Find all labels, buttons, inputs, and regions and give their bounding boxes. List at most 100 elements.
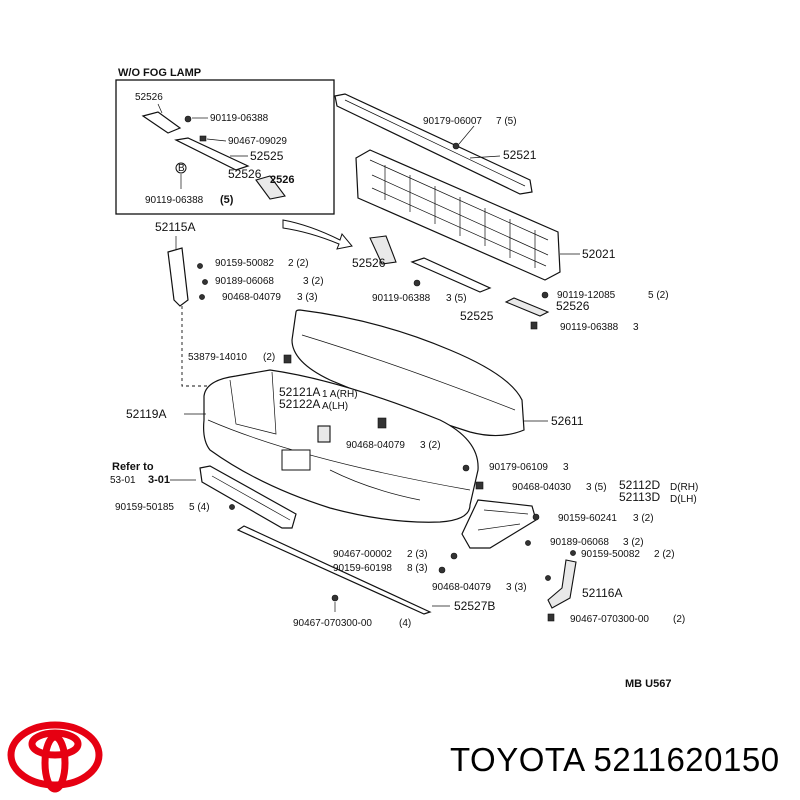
bolt-90179b-icon [462, 464, 470, 472]
inset-bolt-icon [184, 115, 192, 123]
bracket-52526c [369, 235, 397, 265]
label-90119d: 90119-12085 [557, 290, 616, 301]
inset-label-90119b: 90119-06388 [145, 195, 204, 206]
label-53879: 53879-14010 [188, 352, 247, 363]
qty-90159d: 2 (2) [654, 549, 675, 560]
bolt-90467b-icon [450, 552, 458, 560]
arrow-icon [282, 219, 353, 250]
bumper-assembly: 52611 52119A 53879-14010 (2) 52121A 1 A(… [126, 309, 584, 523]
qty-90119e: 3 [633, 322, 639, 333]
bolt-90179a-icon [452, 142, 460, 150]
bolt-90467d-icon [547, 613, 555, 622]
label-90467b: 90467-00002 [333, 549, 392, 560]
label-90468a: 90468-04079 [222, 292, 281, 303]
qty-90468d: 3 (3) [506, 582, 527, 593]
inset-bracket-2526 [255, 175, 286, 200]
label-90468d: 90468-04079 [432, 582, 491, 593]
strip-52525b [410, 257, 492, 293]
bolt-90119d-icon [541, 291, 549, 299]
inset-label-52526b: 52526 [228, 167, 262, 181]
bolt-90468b-icon [377, 417, 387, 429]
bolt-90159b-icon [229, 504, 235, 510]
qty-90467b: 2 (3) [407, 549, 428, 560]
label-52527: 52527B [454, 599, 495, 613]
bolt-90468a-icon [199, 294, 205, 300]
qty-90159c: 3 (2) [633, 513, 654, 524]
label-52525b: 52525 [460, 309, 494, 323]
retainer-52121 [317, 425, 331, 443]
label-52021: 52021 [582, 247, 616, 261]
qty-90467d: (2) [673, 614, 685, 625]
label-52526c: 52526 [352, 256, 386, 270]
label-52521: 52521 [503, 148, 537, 162]
label-52119: 52119A [126, 407, 166, 421]
qty-52113: D(LH) [670, 494, 697, 505]
label-52121: 52121A [279, 385, 320, 399]
qty-90468c: 3 (5) [586, 482, 607, 493]
label-90468b: 90468-04079 [346, 440, 405, 451]
left-side-bracket: 52115A 90159-50082 2 (2) 90189-06068 3 (… [155, 220, 324, 387]
inset-strip-52525 [174, 137, 250, 171]
inset-label-52526: 52526 [135, 92, 163, 103]
bolt-90189b-icon [525, 540, 531, 546]
label-90119c: 90119-06388 [372, 293, 431, 304]
label-90159e: 90159-60198 [333, 563, 392, 574]
inset-bracket-52526 [141, 111, 182, 134]
refer-line2b: 3-01 [148, 474, 170, 486]
qty-52121: 1 A(RH) [322, 389, 358, 400]
inset-qty-5: (5) [220, 194, 234, 206]
refer-line2a: 53-01 [110, 475, 136, 486]
bolt-90189a-icon [202, 279, 208, 285]
label-52115: 52115A [155, 220, 195, 234]
bolt-90159d-icon [570, 550, 576, 556]
footer-code: MB U567 [625, 678, 671, 690]
absorber-52611 [291, 309, 525, 437]
qty-90189a: 3 (2) [303, 276, 324, 287]
bolt-90468c-icon [475, 481, 484, 490]
qty-90119d: 5 (2) [648, 290, 669, 301]
bolt-90467c-icon [331, 594, 339, 602]
label-52122: 52122A [279, 397, 320, 411]
label-90179b: 90179-06109 [489, 462, 548, 473]
bolt-90159e-icon [438, 566, 446, 574]
qty-53879: (2) [263, 352, 275, 363]
license-plate-area [281, 449, 311, 471]
qty-90159a: 2 (2) [288, 258, 309, 269]
bolt-90119c-icon [413, 279, 421, 287]
inset-clip-icon [199, 135, 207, 142]
label-90159d: 90159-50082 [581, 549, 640, 560]
qty-90119c: 3 (5) [446, 293, 467, 304]
qty-52112: D(RH) [670, 482, 698, 493]
label-52113: 52113D [619, 490, 660, 504]
bracket-52526d [504, 297, 550, 317]
qty-52122: A(LH) [322, 401, 348, 412]
label-90467c: 90467-070300-00 [293, 618, 372, 629]
bumper-cover-52119 [203, 369, 479, 523]
lower-strip-52527 [236, 525, 432, 615]
part-number: 5211620150 [593, 741, 780, 778]
clip-53879-icon [283, 354, 292, 364]
label-90189a: 90189-06068 [215, 276, 274, 287]
label-90119e: 90119-06388 [560, 322, 619, 333]
qty-90159e: 8 (3) [407, 563, 428, 574]
qty-90467c: (4) [399, 618, 411, 629]
qty-90159b: 5 (4) [189, 502, 210, 513]
refer-line1: Refer to [112, 461, 154, 473]
bolt-90468d-icon [545, 575, 551, 581]
bolt-90159c-icon [532, 513, 540, 521]
label-90159b: 90159-50185 [115, 502, 174, 513]
qty-90468b: 3 (2) [420, 440, 441, 451]
inset-title: W/O FOG LAMP [118, 67, 201, 79]
label-90189b: 90189-06068 [550, 537, 609, 548]
label-90159c: 90159-60241 [558, 513, 617, 524]
side-bracket-52116 [547, 559, 577, 609]
toyota-logo-icon [7, 721, 103, 793]
inset-label-52525: 52525 [250, 149, 284, 163]
brand-caption: TOYOTA 5211620150 [450, 741, 780, 779]
lower-bracket [199, 465, 297, 529]
inset-marker-b-icon [175, 162, 187, 174]
bumper-reinforcement: 90179-06007 7 (5) 52521 52021 [334, 93, 616, 281]
qty-90189b: 3 (2) [623, 537, 644, 548]
qty-90468a: 3 (3) [297, 292, 318, 303]
label-90179a: 90179-06007 [423, 116, 482, 127]
